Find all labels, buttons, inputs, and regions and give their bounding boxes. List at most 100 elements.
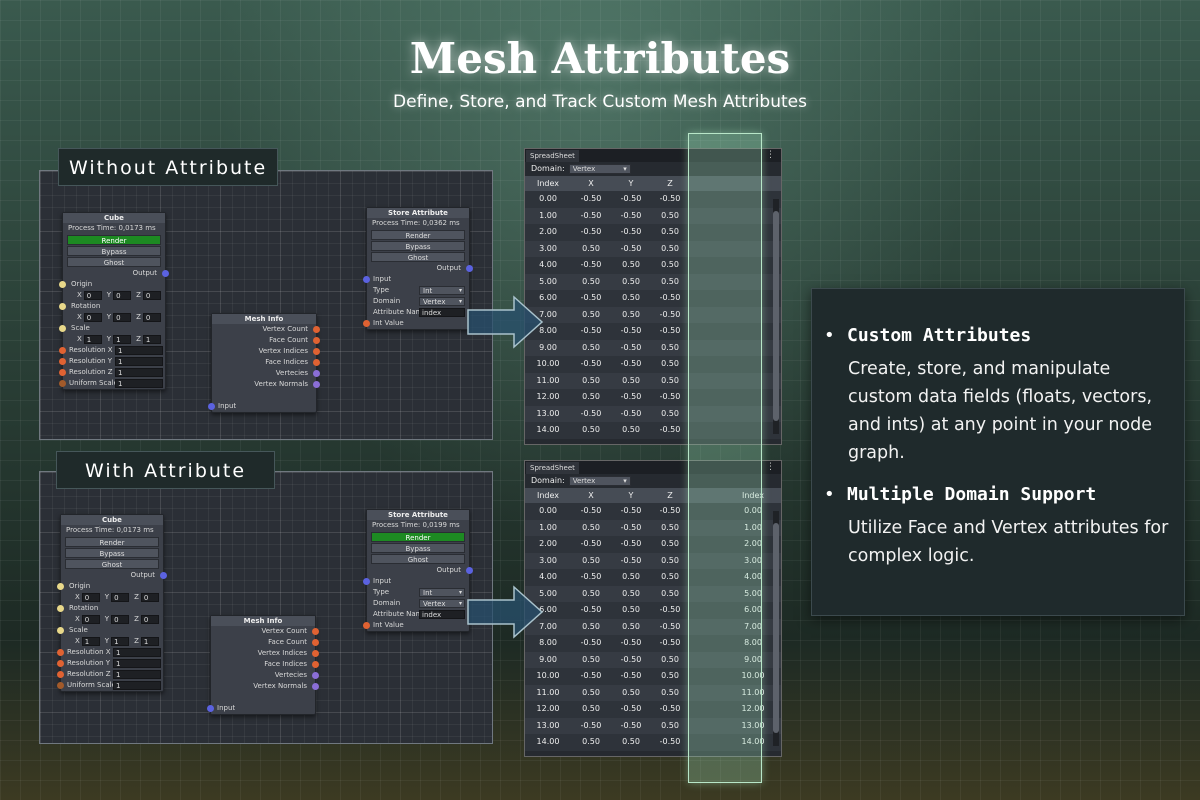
more-icon[interactable]: ⋮ [766,462,775,472]
vector-field[interactable]: 1 [113,334,132,344]
column-header[interactable]: X [588,179,594,188]
column-header[interactable]: Y [628,491,634,500]
domain-dropdown[interactable]: Vertex▾ [419,598,465,608]
bypass-button[interactable]: Bypass [65,548,159,558]
output-port[interactable] [160,572,167,579]
output-port[interactable] [313,359,320,366]
output-port[interactable] [312,628,319,635]
column-header[interactable]: Index [536,491,560,500]
vector-field[interactable]: 0 [113,290,132,300]
vector-field[interactable]: 0 [142,290,161,300]
column-header[interactable]: Y [628,179,634,188]
input-port[interactable] [59,358,66,365]
bypass-button[interactable]: Bypass [67,246,161,256]
bypass-button[interactable]: Bypass [371,241,465,251]
output-port[interactable] [312,661,319,668]
vector-field[interactable]: 0 [83,290,102,300]
vector-field[interactable]: 1 [81,636,100,646]
vector-field[interactable]: 1 [142,334,161,344]
output-port[interactable] [466,265,473,272]
render-button[interactable]: Render [67,235,161,245]
vector-field[interactable]: 0 [81,592,100,602]
output-port[interactable] [313,348,320,355]
input-port[interactable] [57,682,64,689]
scalar-field[interactable]: 1 [113,647,161,657]
output-port[interactable] [312,650,319,657]
sheet-tab[interactable]: SpreadSheet [526,462,579,474]
column-header[interactable]: Index [741,491,765,500]
vector-field[interactable]: 0 [140,614,159,624]
table-row[interactable]: 0.00-0.50-0.50-0.50 [525,191,781,208]
input-port[interactable] [363,578,370,585]
output-port[interactable] [312,639,319,646]
render-button[interactable]: Render [371,230,465,240]
input-port[interactable] [207,705,214,712]
render-button[interactable]: Render [371,532,465,542]
vector-field[interactable]: 0 [111,614,130,624]
input-port[interactable] [57,627,64,634]
output-port[interactable] [313,381,320,388]
type-dropdown[interactable]: Int▾ [419,285,465,295]
attribute-name-input[interactable]: index [419,307,465,317]
column-header[interactable]: Z [667,491,673,500]
vector-field[interactable]: 0 [111,592,130,602]
scalar-field[interactable]: 1 [113,680,161,690]
ghost-button[interactable]: Ghost [67,257,161,267]
output-port[interactable] [313,326,320,333]
ghost-button[interactable]: Ghost [371,554,465,564]
type-dropdown[interactable]: Int▾ [419,587,465,597]
table-row[interactable]: 8.00-0.50-0.50-0.50 [525,323,781,340]
input-port[interactable] [363,622,370,629]
vector-field[interactable]: 0 [81,614,100,624]
input-port[interactable] [59,347,66,354]
input-port[interactable] [363,320,370,327]
input-port[interactable] [57,583,64,590]
output-port[interactable] [312,672,319,679]
vector-field[interactable]: 0 [113,312,132,322]
scrollbar[interactable] [773,199,779,434]
input-port[interactable] [57,605,64,612]
input-port[interactable] [57,660,64,667]
output-port[interactable] [312,683,319,690]
scalar-field[interactable]: 1 [115,345,163,355]
input-port[interactable] [59,325,66,332]
scrollbar[interactable] [773,511,779,746]
output-port[interactable] [466,567,473,574]
output-port[interactable] [162,270,169,277]
column-header[interactable]: Index [536,179,560,188]
scalar-field[interactable]: 1 [115,367,163,377]
input-port[interactable] [208,403,215,410]
vector-field[interactable]: 1 [140,636,159,646]
vector-field[interactable]: 1 [83,334,102,344]
output-port[interactable] [313,337,320,344]
vector-field[interactable]: 1 [111,636,130,646]
scrollbar-thumb[interactable] [773,523,779,733]
scalar-field[interactable]: 1 [113,658,161,668]
